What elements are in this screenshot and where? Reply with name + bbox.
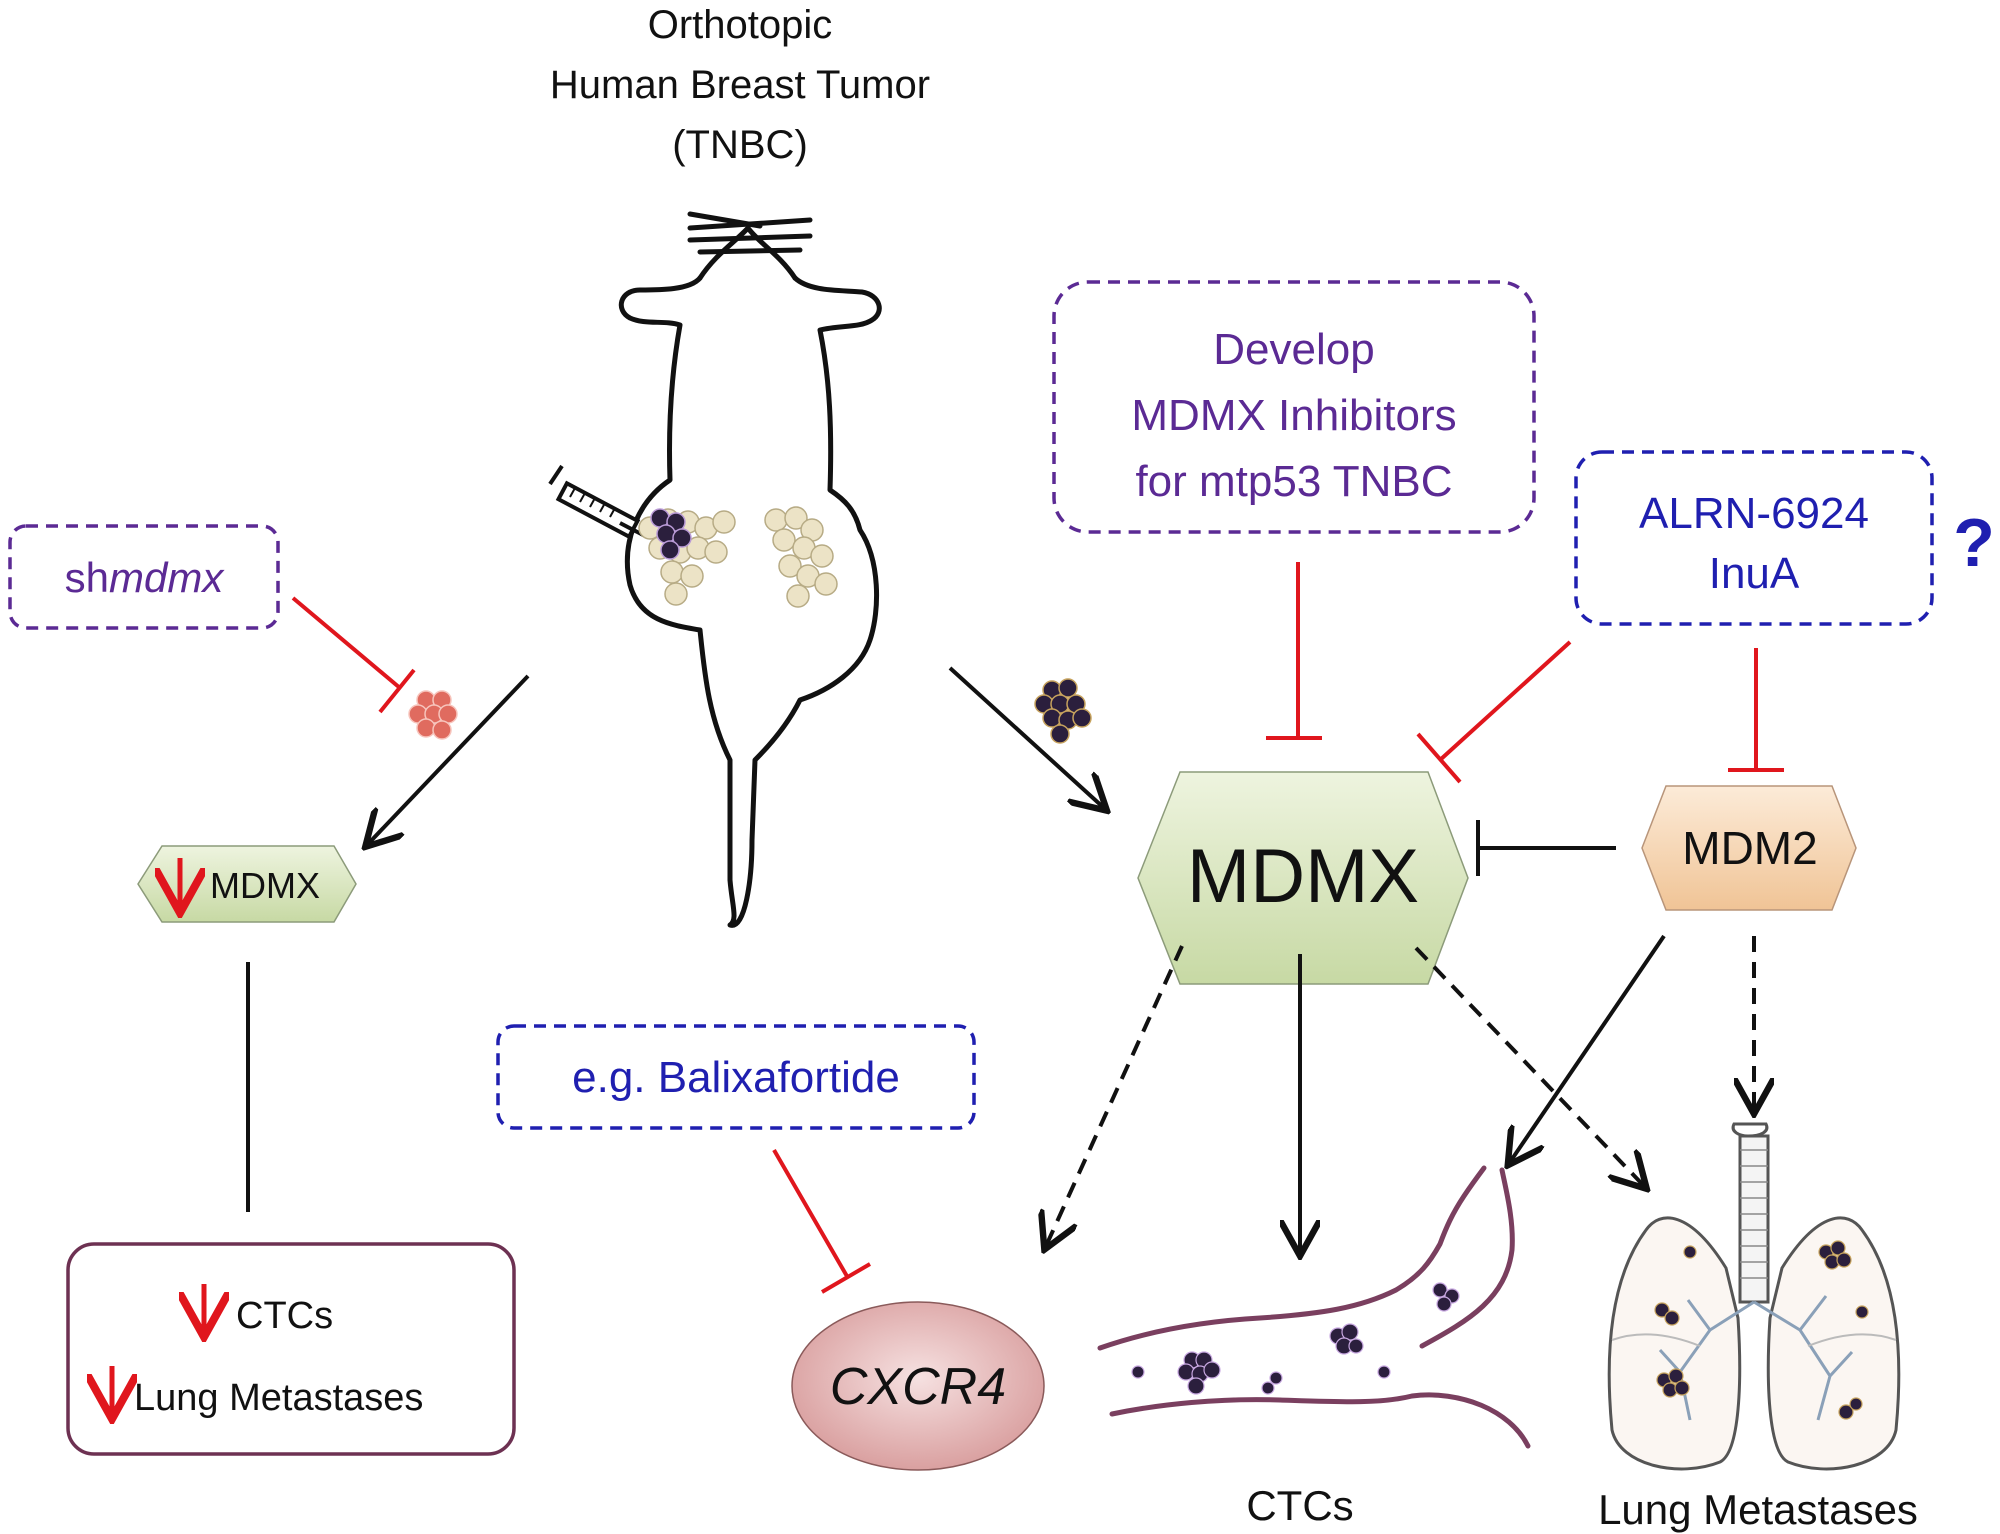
shmdmx-italic: mdmx [109, 554, 225, 601]
develop-line-2: MDMX Inhibitors [1131, 391, 1456, 440]
shmdmx-inhibit-line [291, 596, 402, 690]
ctc-cells [1131, 1282, 1460, 1395]
alrn-to-mdmx-inhibit-bar [1416, 732, 1462, 784]
mdm2-to-ctcs-arrow [1510, 934, 1666, 1162]
shmdmx-inhibit-bar [378, 668, 416, 714]
develop-line-3: for mtp53 TNBC [1135, 457, 1452, 506]
mdmx-to-cxcr4-dashed-arrow [1046, 945, 1184, 1246]
lung-metastases-label: Lung Metastases [1598, 1486, 1918, 1533]
mdmx-large-label: MDMX [1187, 834, 1419, 919]
arrow-mouse-to-mdmx [948, 666, 1104, 808]
blood-vessel-icon [1097, 1165, 1531, 1449]
develop-line-1: Develop [1213, 325, 1374, 374]
left-result-box: CTCs Lung Metastases [66, 1242, 516, 1456]
cxcr4-node: CXCR4 [791, 1301, 1045, 1471]
balixafortide-inhibit-bar [820, 1262, 872, 1294]
svg-text:shmdmx: shmdmx [65, 554, 226, 601]
title-block: Orthotopic Human Breast Tumor (TNBC) [550, 3, 930, 167]
balixafortide-inhibit-line [772, 1148, 850, 1280]
alrn-line-2: InuA [1709, 549, 1800, 598]
balixafortide-box: e.g. Balixafortide [496, 1024, 976, 1130]
mdm2-node: MDM2 [1641, 785, 1857, 911]
mdmx-large-node: MDMX [1137, 771, 1469, 985]
shmdmx-box: shmdmx [8, 524, 280, 630]
title-line-2: Human Breast Tumor [550, 63, 930, 107]
lung-metastasis-clusters [1654, 1240, 1869, 1420]
balixafortide-label: e.g. Balixafortide [572, 1053, 900, 1102]
tumor-cluster-icon [650, 508, 692, 560]
lungs-icon [1607, 1122, 1901, 1471]
title-line-3: (TNBC) [672, 123, 808, 167]
alrn-inua-box: ALRN-6924 InuA [1574, 450, 1934, 626]
alrn-line-1: ALRN-6924 [1639, 489, 1869, 538]
mdmx-small-label: MDMX [210, 865, 320, 906]
mdm2-label: MDM2 [1682, 822, 1817, 874]
mdmx-to-lung-dashed-arrow [1414, 946, 1644, 1186]
alrn-to-mdmx-inhibit-line [1438, 640, 1572, 762]
result-ctcs: CTCs [236, 1295, 333, 1337]
mdmx-small-node: MDMX [137, 845, 357, 923]
mouse-outline-icon [618, 211, 882, 928]
mammary-tissue [638, 506, 838, 608]
result-lung-metastases: Lung Metastases [134, 1377, 423, 1419]
arrow-mouse-to-left [368, 674, 530, 844]
knockdown-cell-cluster-icon [408, 690, 458, 740]
title-line-1: Orthotopic [648, 3, 833, 47]
shmdmx-prefix: sh [65, 554, 109, 601]
cxcr4-label: CXCR4 [830, 1358, 1006, 1416]
syringe-icon [548, 464, 646, 540]
develop-mdmx-inhibitors-box: Develop MDMX Inhibitors for mtp53 TNBC [1052, 280, 1536, 534]
tumor-cluster-icon [1034, 678, 1092, 744]
question-mark: ? [1953, 505, 1995, 581]
ctcs-label: CTCs [1246, 1482, 1353, 1529]
